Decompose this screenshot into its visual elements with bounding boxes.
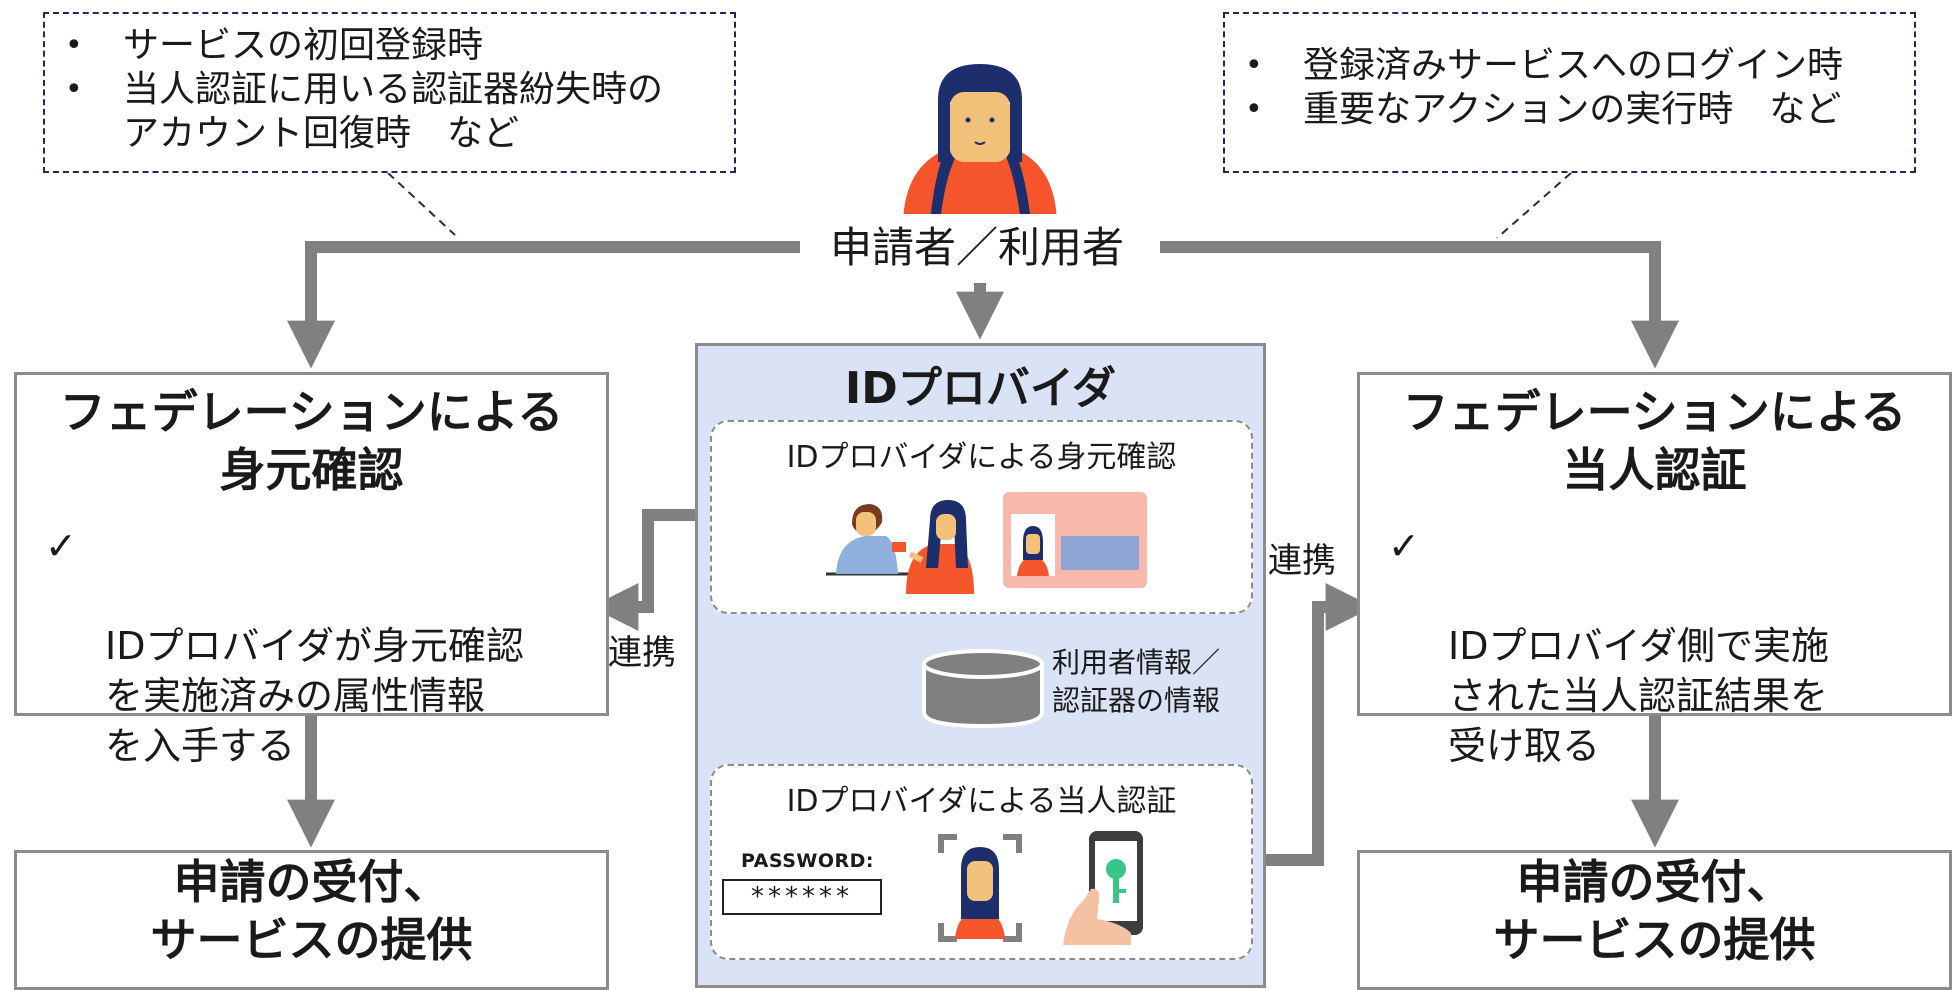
database-label: 利用者情報／ 認証器の情報 [1052,646,1221,717]
federation-identity-description: ✓ IDプロバイダが身元確認 を実施済みの属性情報 を入手する [17,521,606,771]
callout-right-pointer [1496,172,1572,239]
callout-right: 登録済みサービスへのログイン時 重要なアクションの実行時 など [1223,12,1916,173]
callout-left: サービスの初回登録時 当人認証に用いる認証器紛失時の アカウント回復時 など [43,12,736,173]
link-label-right: 連携 [1268,541,1336,581]
password-label: PASSWORD: [741,850,875,872]
federation-authentication-text: IDプロバイダ側で実施 された当人認証結果を 受け取る [1448,624,1829,768]
callout-right-item: 登録済みサービスへのログイン時 [1225,44,1914,88]
service-box-right: 申請の受付、 サービスの提供 [1357,850,1952,990]
federation-authentication-description: ✓ IDプロバイダ側で実施 された当人認証結果を 受け取る [1360,521,1949,771]
id-card-icon [1003,492,1147,588]
arrow-user-to-right-box [1160,241,1679,369]
service-box-left: 申請の受付、 サービスの提供 [14,850,609,990]
idp-identity-verification-panel: IDプロバイダによる身元確認 [710,420,1253,614]
idp-identity-verification-title: IDプロバイダによる身元確認 [786,440,1177,475]
arrow-idp-to-left-box [590,509,711,631]
person-icon [903,64,1057,222]
smartphone-key-icon [1063,831,1143,945]
callout-right-item: 重要なアクションの実行時 など [1225,88,1914,132]
federation-identity-box: フェデレーションによる 身元確認 ✓ IDプロバイダが身元確認 を実施済みの属性… [14,372,609,768]
arrow-idp-to-right-box [1253,583,1374,866]
service-box-left-title: 申請の受付、 サービスの提供 [150,855,473,967]
link-label-left: 連携 [608,633,676,673]
password-field: ****** [722,879,882,915]
database-icon [922,649,1044,729]
check-icon: ✓ [45,524,77,568]
federation-authentication-box: フェデレーションによる 当人認証 ✓ IDプロバイダ側で実施 された当人認証結果… [1357,372,1952,768]
face-to-face-verification-icon [826,500,974,594]
callout-left-item: 当人認証に用いる認証器紛失時の アカウント回復時 など [45,68,734,156]
callout-left-item: サービスの初回登録時 [45,24,734,68]
federation-authentication-title: フェデレーションによる 当人認証 [1402,385,1907,497]
check-icon: ✓ [1388,524,1420,568]
face-recognition-icon [938,834,1022,942]
service-box-right-title: 申請の受付、 サービスの提供 [1493,855,1816,967]
user-label: 申請者／利用者 [816,214,1139,275]
idp-authentication-title: IDプロバイダによる当人認証 [786,784,1177,819]
federation-identity-title: フェデレーションによる 身元確認 [59,385,564,497]
arrow-user-to-left-box [287,241,800,369]
federation-identity-text: IDプロバイダが身元確認 を実施済みの属性情報 を入手する [105,624,524,768]
id-provider-title: IDプロバイダ [844,363,1117,414]
callout-left-pointer [387,172,456,236]
